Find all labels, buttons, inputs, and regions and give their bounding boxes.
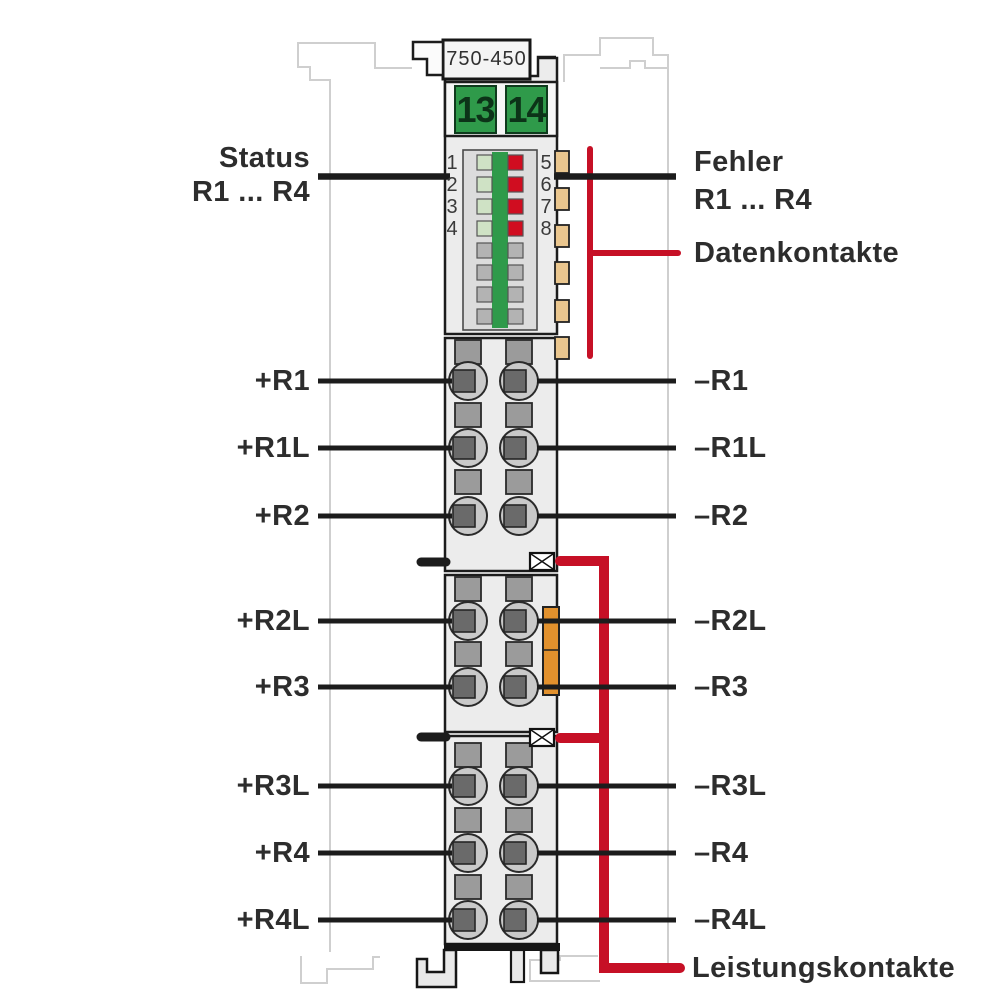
error-led-9 [507,242,524,259]
data-contact-1 [554,150,570,174]
terminal-clamp-opening [503,436,527,460]
terminal-opening [505,469,533,495]
bowtie-marker-upper-x [530,553,554,570]
status-led-8 [476,308,493,325]
ghost-left-module-foot [300,956,380,984]
module-top-notch-mask [529,52,539,76]
terminal-clamp-opening [452,609,476,633]
led-panel [462,149,538,331]
error-led-5 [507,154,524,171]
terminal-clamp-opening [452,774,476,798]
foot-peg-a [509,948,526,984]
bowtie-markers [528,551,556,748]
terminal-opening [505,874,533,900]
terminal-opening [454,641,482,667]
red-annotation-lines [555,146,685,973]
terminal-clamp-opening [452,369,476,393]
terminal-opening [454,339,482,365]
module-top-right-shoulder [530,55,556,78]
terminal-opening [505,742,533,768]
terminal-clamp-opening [503,841,527,865]
status-led-3 [476,198,493,215]
terminal-clamp-opening [452,675,476,699]
status-led-4 [476,220,493,237]
ghost-right-module-outline [563,37,669,950]
terminal-opening [505,807,533,833]
data-contact-2 [554,187,570,211]
terminal-clamp-opening [503,675,527,699]
data-contact-3 [554,224,570,248]
terminal-opening [505,576,533,602]
terminal-opening [454,874,482,900]
data-contacts [554,150,570,360]
error-led-7 [507,198,524,215]
module-bottom-band [444,943,560,951]
terminal-opening [505,339,533,365]
module-top-left-hook [411,40,445,77]
error-led-6 [507,176,524,193]
terminal-clamp-opening [503,908,527,932]
bowtie-marker-lower-x [530,729,554,746]
ghost-left-module-outline [297,42,412,952]
terminal-opening [454,469,482,495]
error-led-12 [507,308,524,325]
module-feet [415,943,560,989]
marking-square-14 [505,85,548,134]
terminal-clamp-opening [503,774,527,798]
led-panel-green-strip [492,152,508,328]
leader-lines [318,173,676,923]
rail-hook-foot [415,948,458,989]
data-contact-4 [554,261,570,285]
terminal-clamp-opening [452,908,476,932]
power-contact-blade [542,606,560,696]
foot-peg-b [539,948,560,975]
terminal-opening [454,402,482,428]
error-led-11 [507,286,524,303]
terminal-clamp-opening [503,369,527,393]
power-contacts-leader-line [555,556,685,973]
terminal-opening [454,576,482,602]
error-led-10 [507,264,524,281]
status-led-1 [476,154,493,171]
terminal-clamp-opening [503,504,527,528]
terminal-opening [454,742,482,768]
status-led-2 [476,176,493,193]
data-contact-5 [554,299,570,323]
terminal-clamp-opening [452,841,476,865]
terminal-clamp-opening [503,609,527,633]
terminal-opening [505,402,533,428]
ghost-right-module-notch [600,60,668,69]
terminal-hardware [448,339,539,940]
model-label-plate [441,38,532,81]
latch-stubs [416,557,451,742]
status-led-7 [476,286,493,303]
error-led-8 [507,220,524,237]
led-group [476,154,524,325]
status-led-5 [476,242,493,259]
terminal-opening [505,641,533,667]
terminal-opening [454,807,482,833]
status-led-6 [476,264,493,281]
data-contact-6 [554,336,570,360]
power-jumper-contact [542,606,560,696]
terminal-clamp-opening [452,436,476,460]
marking-square-13 [454,85,497,134]
terminal-clamp-opening [452,504,476,528]
